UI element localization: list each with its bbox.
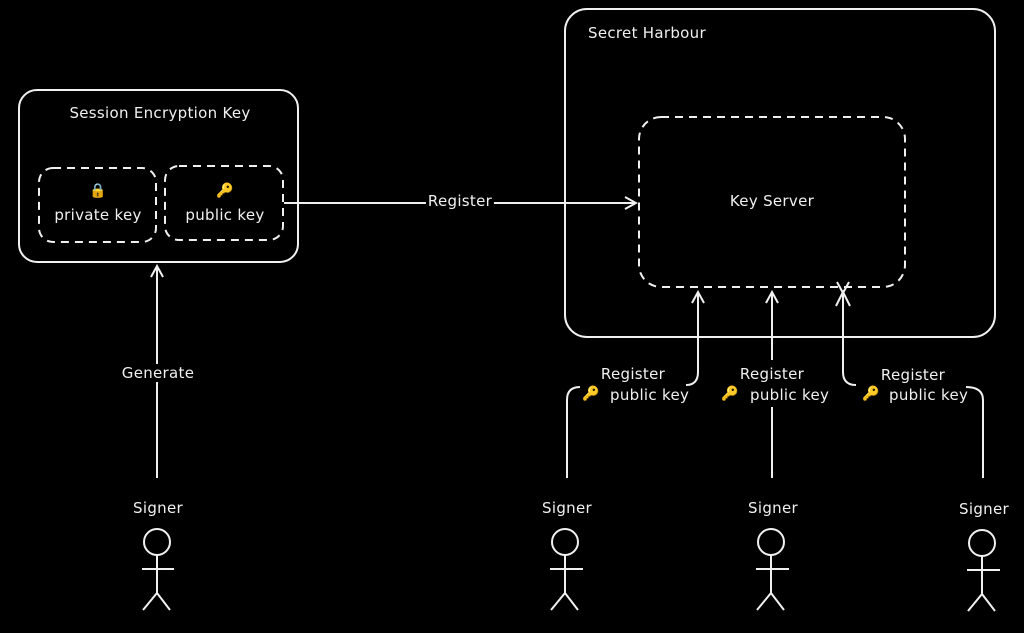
register-connector-1 (566, 292, 698, 478)
key-icon: 🔑 (862, 386, 880, 402)
signer-figure-2 (550, 528, 583, 611)
key-server-label: Key Server (729, 192, 815, 210)
signer-label-1: Signer (133, 499, 183, 517)
register-label-2: Register (737, 365, 807, 383)
key-icon: 🔑 (582, 386, 600, 402)
signer-label-4: Signer (959, 500, 1009, 518)
lock-icon: 🔒 (89, 183, 107, 199)
public-key-edge-label-1: public key (610, 386, 690, 404)
key-icon: 🔑 (216, 183, 234, 199)
signer-label-2: Signer (542, 499, 592, 517)
public-key-edge-label-3: public key (889, 386, 969, 404)
register-connector-3 (842, 292, 984, 478)
key-icon: 🔑 (721, 386, 739, 402)
signer-figure-4 (967, 529, 1000, 612)
register-edge-label: Register (425, 192, 495, 210)
public-key-edge-label-2: public key (748, 386, 832, 404)
public-key-label: public key (185, 206, 265, 224)
private-key-box[interactable] (38, 167, 157, 243)
public-key-box[interactable] (164, 165, 284, 241)
secret-harbour-box[interactable] (564, 8, 996, 338)
session-key-title: Session Encryption Key (69, 104, 251, 122)
secret-harbour-title: Secret Harbour (588, 24, 706, 42)
signer-figure-1 (142, 528, 174, 611)
private-key-label: private key (54, 206, 142, 224)
signer-label-3: Signer (748, 499, 798, 517)
generate-edge-label: Generate (119, 364, 197, 382)
session-key-box[interactable] (18, 89, 299, 263)
register-label-3: Register (880, 366, 946, 384)
register-label-1: Register (600, 365, 666, 383)
signer-figure-3 (756, 528, 789, 611)
